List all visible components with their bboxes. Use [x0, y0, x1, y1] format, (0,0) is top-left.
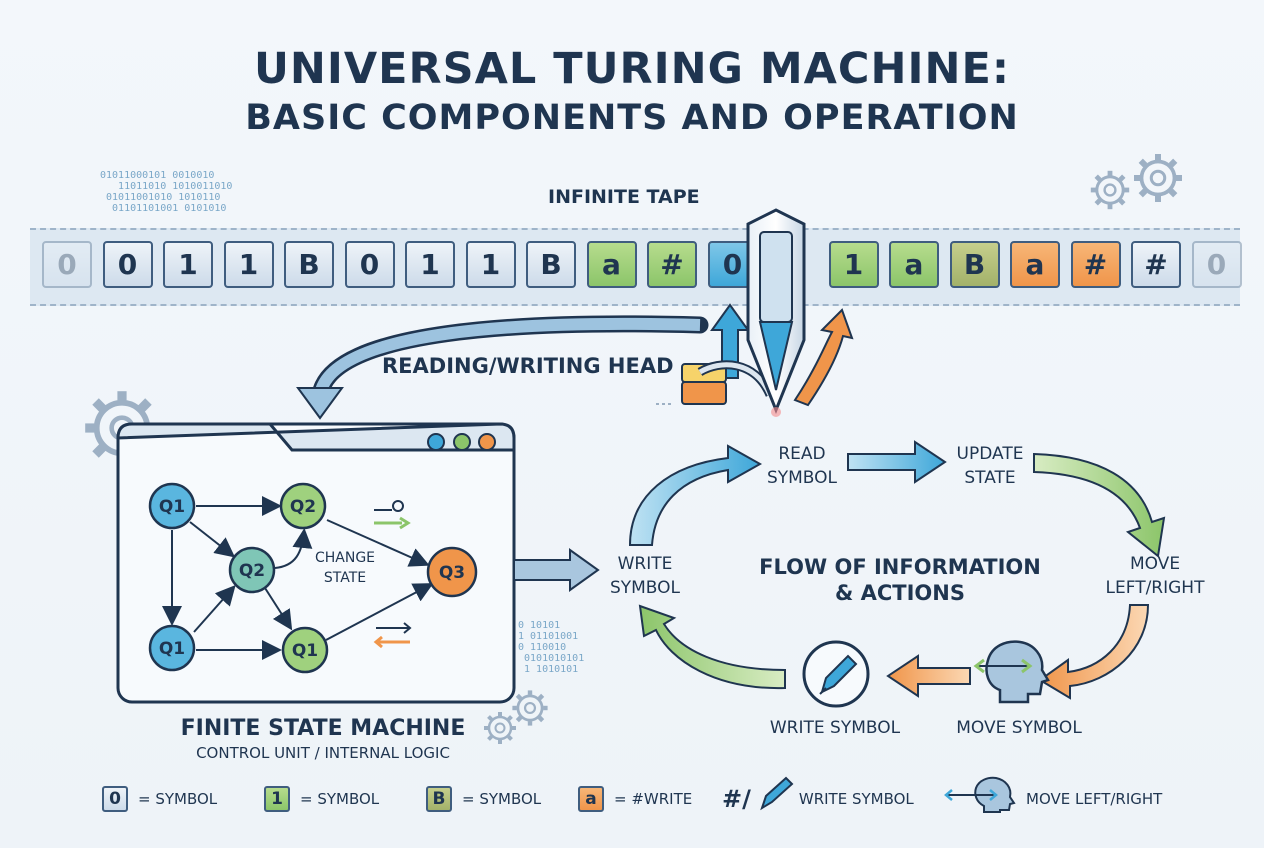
update-state-label: UPDATE STATE	[956, 444, 1024, 488]
legend-item: #/ WRITE SYMBOL	[722, 784, 914, 814]
head-label: READING/WRITING HEAD	[382, 354, 674, 378]
head-profile-icon	[973, 640, 1050, 704]
state-label: Q1	[292, 641, 318, 661]
tape-cell: #	[1070, 241, 1121, 288]
write-symbol-bottom-label: WRITE SYMBOL	[769, 718, 901, 738]
state-label: Q2	[239, 561, 265, 581]
legend-text: WRITE SYMBOL	[798, 790, 914, 808]
state-node	[426, 546, 478, 598]
read-write-head-icon	[746, 208, 806, 417]
state-node	[281, 626, 329, 674]
write-to-read-arrow	[628, 444, 763, 546]
tape-cell: B	[526, 241, 576, 288]
movesymbol-to-write-arrow	[886, 654, 971, 698]
title-line-1: UNIVERSAL TURING MACHINE:	[253, 44, 1011, 94]
change-state-label: CHANGE STATE	[314, 550, 376, 586]
window-dot-blue	[427, 433, 445, 451]
tape-cell: a	[1010, 241, 1060, 288]
tape-cell: 1	[223, 241, 274, 288]
edge-q2mid-q2	[274, 528, 313, 569]
legend-box: 0	[102, 786, 128, 812]
tape-cell: 0	[42, 241, 92, 288]
move-to-movesymbol-arrow	[1038, 604, 1150, 700]
state-node	[148, 482, 196, 530]
state-label: Q3	[439, 563, 465, 583]
state-node	[279, 482, 327, 530]
state-node	[228, 546, 276, 594]
head-up-arrow-orange	[793, 308, 854, 407]
legend-item: 1 = SYMBOL	[264, 784, 379, 814]
binary-decoration: 0 10101 1 01101001 0 110010 0101010101 1…	[518, 620, 585, 675]
tape-cell: #	[647, 241, 697, 288]
legend-write-glyph: #/	[722, 785, 751, 813]
tape-cell: 1	[405, 241, 455, 288]
edge-q1-q2mid	[189, 521, 236, 558]
tape-cell: 1	[828, 241, 879, 288]
flow-title: FLOW OF INFORMATION & ACTIONS	[740, 554, 1060, 606]
fsm-subtitle: CONTROL UNIT / INTERNAL LOGIC	[196, 744, 450, 762]
edge-q1-q3	[325, 583, 434, 641]
tape-cell: 0	[344, 241, 395, 288]
legend-text: = #WRITE	[614, 790, 693, 808]
write-symbol-left-label: WRITE SYMBOL	[609, 554, 681, 598]
read-symbol-label: READ SYMBOL	[766, 444, 838, 488]
tape-cell: a	[586, 241, 637, 288]
tape-cell: B	[284, 241, 334, 288]
legend-box: 1	[264, 786, 290, 812]
legend-item: MOVE LEFT/RIGHT	[1026, 784, 1162, 814]
fsm-output-arrow	[513, 548, 600, 592]
tape-cell: 0	[1191, 241, 1242, 288]
tape-cell: B	[949, 241, 1000, 288]
pen-icon	[802, 640, 870, 708]
state-label: Q1	[159, 639, 185, 659]
binary-decoration: 01011000101 0010010 11011010 1010011010 …	[100, 170, 233, 214]
legend-text: = SYMBOL	[138, 790, 218, 808]
legend-box: B	[426, 786, 452, 812]
write-to-writesymbol-arrow	[638, 604, 786, 690]
transition-symbol-icon	[374, 500, 411, 530]
tape-cell: a	[889, 241, 939, 288]
fsm-title: FINITE STATE MACHINE	[180, 716, 466, 741]
window-dot-orange	[478, 433, 496, 451]
edge-q2-q3	[326, 519, 430, 567]
tape-label: INFINITE TAPE	[548, 186, 700, 208]
legend-item: a = #WRITE	[578, 784, 692, 814]
legend-text: = SYMBOL	[462, 790, 542, 808]
legend-text: MOVE LEFT/RIGHT	[1026, 790, 1163, 808]
move-symbol-label: MOVE SYMBOL	[956, 718, 1082, 738]
state-node	[148, 624, 196, 672]
head-mechanism-icon	[656, 360, 775, 405]
tape-cell: 1	[163, 241, 213, 288]
tape-cell: 0	[102, 241, 153, 288]
left-right-arrows-icon	[373, 622, 412, 649]
window-dot-green	[453, 433, 471, 451]
legend-item: B = SYMBOL	[426, 784, 541, 814]
edge-q1bottom-q2mid	[193, 585, 236, 633]
legend-box: a	[578, 786, 604, 812]
state-label: Q1	[159, 497, 185, 517]
read-to-update-arrow	[847, 440, 947, 484]
legend-pen-icon	[760, 776, 794, 811]
legend-item: 0 = SYMBOL	[102, 784, 217, 814]
move-left-right-label: MOVE LEFT/RIGHT	[1105, 554, 1205, 598]
state-label: Q2	[290, 497, 316, 517]
tape-cell: 1	[465, 241, 516, 288]
flow-title-line-2: & ACTIONS	[835, 581, 965, 605]
edge-q2mid-q1	[264, 587, 293, 631]
flow-title-line-1: FLOW OF INFORMATION	[759, 555, 1041, 579]
legend-head-icon	[944, 776, 1016, 813]
title-line-2: BASIC COMPONENTS AND OPERATION	[245, 98, 1019, 138]
legend-text: = SYMBOL	[300, 790, 380, 808]
tape-cell: #	[1131, 241, 1181, 288]
update-to-move-arrow	[1033, 452, 1166, 558]
